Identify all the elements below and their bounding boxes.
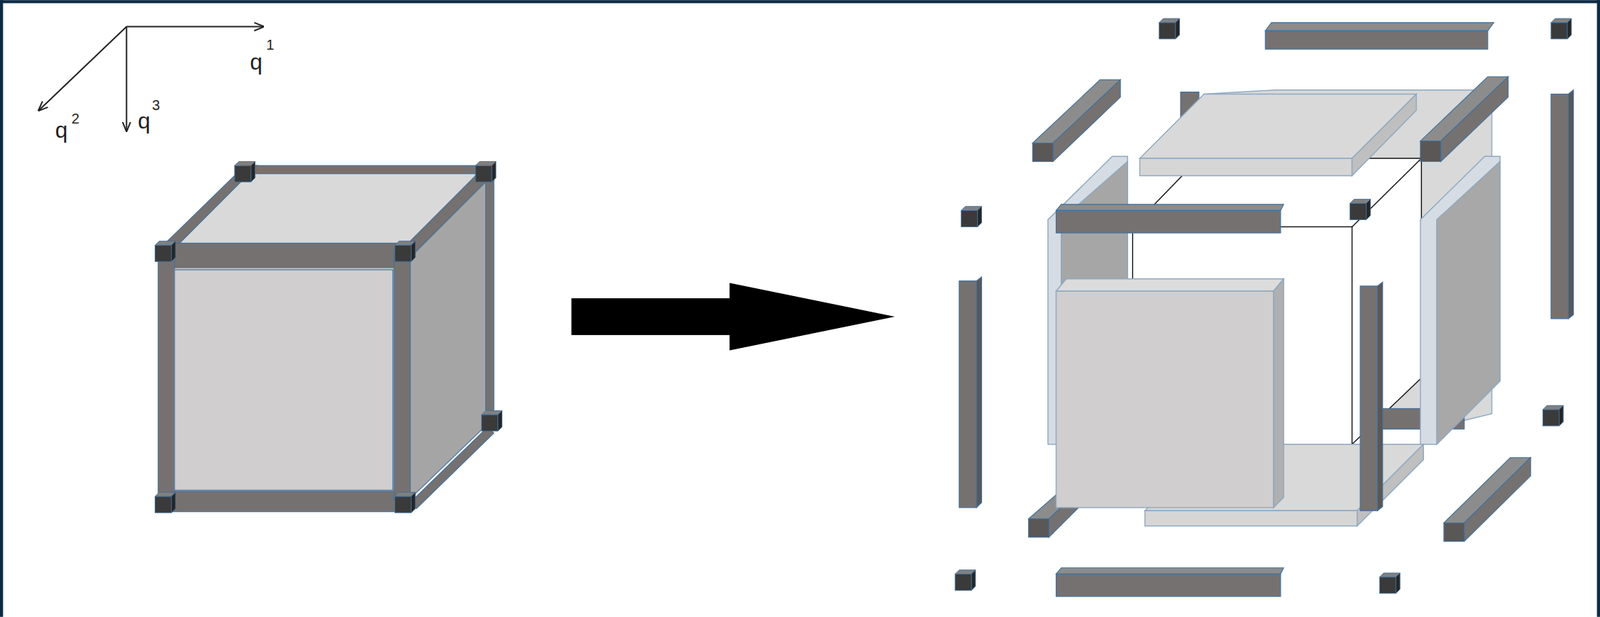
axis-line: [125, 26, 128, 132]
corner-cube: [1159, 18, 1180, 40]
edge-bar: [168, 242, 406, 268]
face-plate: [1352, 93, 1417, 176]
edge-bar: [1055, 210, 1280, 233]
corner-cube: [1350, 199, 1371, 220]
assembled-cube: [155, 161, 503, 513]
edge-bar: [486, 173, 495, 430]
axis-index: 1: [266, 37, 274, 52]
face-plate: [1145, 510, 1358, 526]
edge-bar: [1055, 567, 1284, 575]
corner-cube: [1542, 405, 1564, 426]
corner-cube: [961, 206, 982, 228]
exploded-cube: [955, 18, 1574, 597]
edge-bar: [1052, 79, 1121, 162]
edge-bar: [1441, 76, 1509, 162]
edge-bar: [1443, 522, 1465, 542]
corner-cube: [155, 491, 176, 513]
cube-face: [163, 248, 406, 503]
face-plate: [1055, 290, 1273, 508]
corner-cube: [234, 161, 256, 182]
frame-edge: [1597, 0, 1600, 617]
edge-bar: [1265, 22, 1494, 32]
corner-cube: [475, 161, 496, 182]
arrow-head: [729, 283, 895, 351]
axis-line: [39, 26, 128, 111]
corner-cube: [1551, 18, 1572, 40]
edge-bar: [158, 250, 175, 501]
edge-bar: [410, 426, 494, 509]
axis-line: [126, 26, 264, 28]
edge-bar: [959, 280, 977, 508]
corner-cube: [395, 491, 416, 513]
corner-cube: [1379, 572, 1400, 594]
frame-edge: [0, 0, 1600, 3]
axis-letter: q: [55, 119, 69, 142]
transform-arrow: [571, 283, 895, 351]
corner-cube: [155, 241, 176, 262]
face-plate: [1139, 158, 1352, 176]
cube-face: [174, 269, 394, 491]
axis-index: 3: [151, 97, 160, 113]
face-plate: [1273, 278, 1284, 508]
edge-bar: [1360, 285, 1378, 511]
edge-bar: [168, 490, 406, 512]
edge-bar: [1028, 518, 1050, 538]
corner-cube: [481, 410, 503, 431]
axis-letter: q: [137, 109, 151, 133]
edge-bar: [1420, 141, 1442, 162]
face-plate: [1436, 161, 1500, 444]
edge-bar: [1551, 93, 1569, 318]
edge-bar: [1032, 143, 1053, 162]
edge-bar: [1265, 30, 1488, 49]
corner-cube: [395, 241, 416, 262]
corner-cube: [955, 569, 976, 591]
axis-index: 2: [71, 111, 80, 126]
axis-letter: q: [249, 51, 263, 74]
edge-bar: [1377, 281, 1383, 511]
edge-bar: [1464, 456, 1531, 541]
edge-bar: [1055, 204, 1284, 211]
edge-bar: [393, 250, 411, 501]
edge-bar: [244, 165, 486, 174]
face-plate: [1420, 156, 1500, 445]
edge-bar: [976, 276, 982, 508]
edge-bar: [1055, 573, 1280, 597]
face-plate: [1055, 278, 1284, 291]
frame-edge: [0, 0, 3, 617]
edge-bar: [1568, 90, 1574, 319]
arrow-shaft: [571, 298, 735, 335]
